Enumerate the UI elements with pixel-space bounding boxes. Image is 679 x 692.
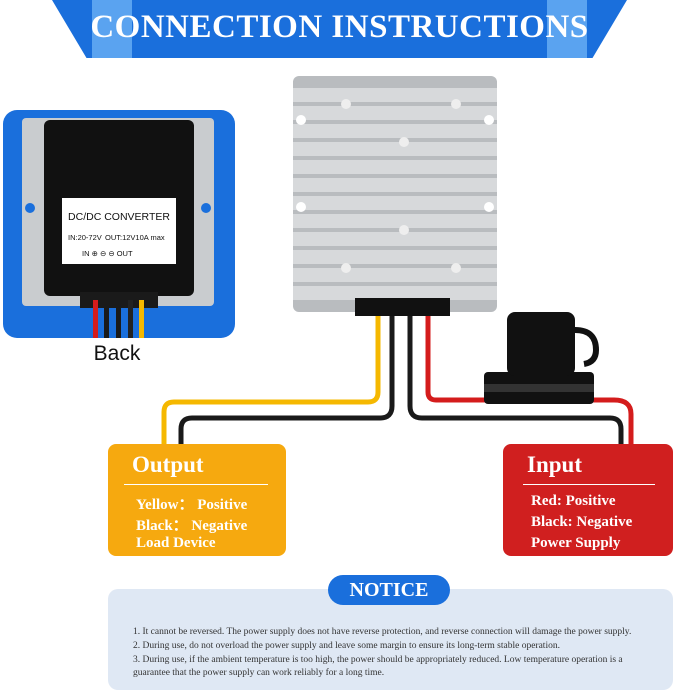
heatsink-fin — [293, 268, 497, 282]
screw — [399, 225, 409, 235]
fuse-cap-strap — [574, 327, 600, 367]
mount-hole — [484, 202, 494, 212]
header-banner — [52, 0, 627, 58]
banner-stripe — [92, 0, 132, 58]
heatsink-fin — [293, 232, 497, 246]
spec-label — [62, 198, 176, 264]
notice-item: 1. It cannot be reversed. The power supp… — [133, 627, 632, 637]
heatsink-fin — [293, 160, 497, 174]
mount-hole — [201, 203, 211, 213]
heatsink-fin — [293, 286, 497, 300]
notice-item: 3. During use, if the ambient temperatur… — [133, 655, 623, 678]
output-line-load: Load Device — [136, 535, 216, 551]
spec-label-name: DC/DC CONVERTER — [68, 211, 170, 223]
spec-label-input: IN:20-72V — [68, 233, 102, 242]
heatsink-fin — [293, 106, 497, 120]
screw — [341, 263, 351, 273]
wire-yellow-output — [161, 309, 381, 451]
input-line-supply: Power Supply — [531, 535, 621, 551]
input-info-box: Input Red: Positive Black: Negative Powe… — [503, 444, 673, 556]
notice-panel — [108, 589, 673, 690]
banner-stripe — [547, 0, 587, 58]
back-wire-black — [104, 300, 109, 338]
heatsink-fin — [293, 142, 497, 156]
screw — [341, 99, 351, 109]
input-line-red: Red: Positive — [531, 493, 616, 509]
wire-grommet — [355, 298, 450, 316]
output-divider — [124, 484, 268, 485]
mount-hole — [296, 115, 306, 125]
screw — [451, 263, 461, 273]
fuse-holder-seam — [484, 384, 594, 392]
back-view-label: Back — [93, 342, 141, 365]
heatsink-fin — [293, 88, 497, 102]
page-title: CONNECTION INSTRUCTIONS — [90, 9, 589, 45]
fuse-cap — [507, 312, 575, 376]
back-wire-black — [116, 300, 121, 338]
screw — [451, 99, 461, 109]
input-line-black: Black: Negative — [531, 514, 633, 530]
wire-black-output — [178, 309, 395, 451]
spec-label-terminals: IN ⊕ ⊖ ⊖ OUT — [82, 249, 133, 258]
notice-title: NOTICE — [328, 575, 450, 605]
mount-hole — [484, 115, 494, 125]
input-title: Input — [527, 452, 582, 477]
output-info-box: Output Yellow： Positive Black： Negative … — [108, 444, 286, 556]
inline-fuse-holder — [484, 312, 600, 404]
output-line-yellow: Yellow： Positive — [136, 497, 248, 513]
wire-black-input — [407, 309, 624, 451]
converter-front — [293, 76, 497, 316]
notice-item: 2. During use, do not overload the power… — [133, 641, 560, 651]
back-view-panel: DC/DC CONVERTER IN:20-72V OUT:12V10A max… — [3, 110, 235, 338]
back-wire-black — [128, 300, 133, 338]
heatsink-fin — [293, 250, 497, 264]
back-wire-yellow — [139, 300, 144, 338]
mount-hole — [296, 202, 306, 212]
heatsink-fin — [293, 178, 497, 192]
mount-hole — [25, 203, 35, 213]
heatsink-fin — [293, 196, 497, 210]
back-wire-red — [93, 300, 98, 338]
output-title: Output — [132, 452, 204, 477]
input-divider — [523, 484, 655, 485]
output-line-black: Black： Negative — [136, 518, 248, 534]
screw — [399, 137, 409, 147]
heatsink-fin — [293, 124, 497, 138]
heatsink-fin — [293, 214, 497, 228]
spec-label-output: OUT:12V10A max — [105, 233, 165, 242]
